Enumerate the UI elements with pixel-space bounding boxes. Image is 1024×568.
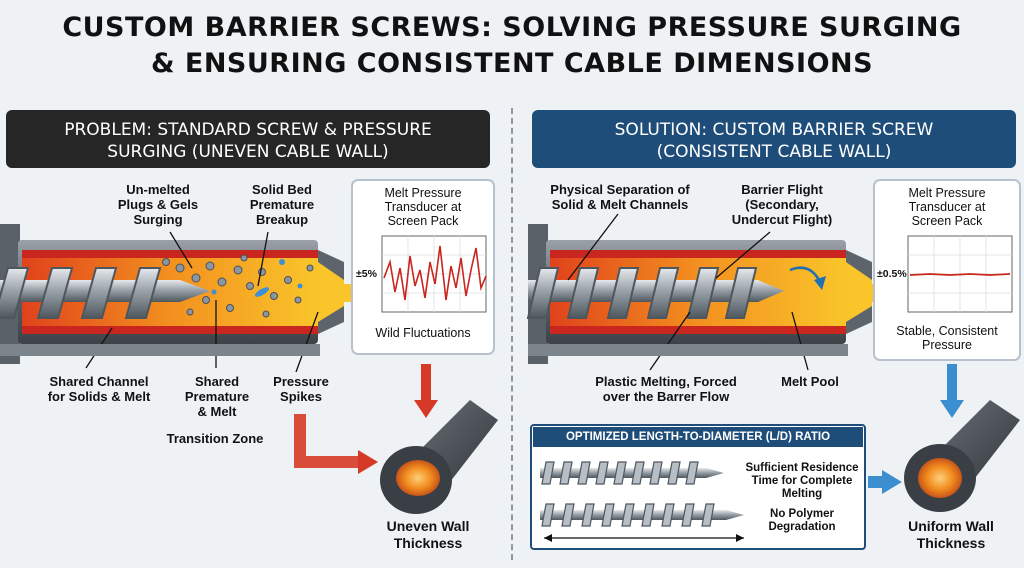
solution-melt-outlet (846, 262, 872, 322)
label-physical-separation: Physical Separation of Solid & Melt Chan… (540, 182, 700, 212)
label-barrier-line-3: Undercut Flight) (731, 212, 833, 227)
panel-divider (511, 108, 513, 560)
ld-text-degradation: No Polymer Degradation (752, 508, 852, 534)
problem-chart-title: Melt Pressure Transducer at Screen Pack (356, 186, 490, 228)
label-shared-channel-line-2: for Solids & Melt (47, 389, 151, 404)
problem-chart-note: Wild Fluctuations (375, 326, 471, 340)
solution-chart-title-line-1: Melt Pressure (908, 186, 986, 200)
ld-text-residence-line-3: Melting (781, 488, 823, 500)
problem-result-line-1: Uneven Wall (386, 518, 470, 534)
solution-screw-shaft (528, 280, 758, 302)
solution-cable-core (918, 458, 962, 498)
label-shared-channel: Shared Channel for Solids & Melt (34, 374, 164, 404)
label-plastic-melting: Plastic Melting, Forced over the Barrer … (576, 374, 756, 404)
solution-chart-title-line-3: Screen Pack (911, 214, 983, 228)
solution-banner-line-2: (CONSISTENT CABLE WALL) (656, 142, 892, 162)
label-shared-channel-line-1: Shared Channel (49, 374, 149, 389)
label-solid-bed-line-2: Premature (249, 197, 315, 212)
label-barrier-line-2: (Secondary, (745, 197, 819, 212)
problem-melt-outlet (318, 262, 344, 322)
problem-cable-core (396, 460, 440, 496)
problem-gels (211, 259, 303, 297)
solution-result-label: Uniform Wall Thickness (896, 518, 1006, 552)
label-shared-premature: Shared Premature & Melt (172, 374, 262, 419)
problem-cable (380, 400, 498, 514)
label-separation-line-2: Solid & Melt Channels (551, 197, 689, 212)
problem-arrows (294, 364, 438, 474)
label-solid-bed-breakup: Solid Bed Premature Breakup (236, 182, 328, 227)
problem-arrow-head-1 (358, 450, 378, 474)
label-transition-zone: Transition Zone (166, 431, 264, 446)
solution-leader-lines (567, 213, 809, 371)
ld-text-degradation-line-1: No Polymer (770, 508, 834, 520)
ld-ratio-title: OPTIMIZED LENGTH-TO-DIAMETER (L/D) RATIO (533, 427, 863, 447)
problem-extruder (0, 224, 358, 373)
solution-chart-note-line-2: Pressure (921, 338, 973, 352)
problem-screw-flights (0, 267, 162, 319)
solution-barrel-base (528, 344, 848, 356)
problem-unmelted-particles (162, 254, 314, 318)
solution-cable (904, 400, 1020, 512)
label-solid-bed-line-3: Breakup (255, 212, 309, 227)
label-shared-premature-line-1: Shared (194, 374, 240, 389)
solution-extruder (526, 213, 886, 371)
label-separation-line-1: Physical Separation of (550, 182, 690, 197)
problem-result-label: Uneven Wall Thickness (368, 518, 488, 552)
problem-chart-title-line-3: Screen Pack (387, 214, 459, 228)
problem-chart-line (383, 245, 487, 301)
solution-chart-title: Melt Pressure Transducer at Screen Pack (878, 186, 1016, 228)
solution-arrow-head-1 (940, 400, 964, 418)
page-title: CUSTOM BARRIER SCREWS: SOLVING PRESSURE … (0, 10, 1024, 82)
label-melt-pool: Melt Pool (781, 374, 839, 389)
solution-banner-line-1: SOLUTION: CUSTOM BARRIER SCREW (614, 120, 934, 140)
problem-barrel-base (0, 344, 320, 356)
label-unmelted-line-3: Surging (133, 212, 183, 227)
label-unmelted-line-2: Plugs & Gels (117, 197, 199, 212)
title-line-2: & ENSURING CONSISTENT CABLE DIMENSIONS (150, 48, 874, 79)
solution-arrow-head-2 (882, 470, 902, 494)
label-barrier-flight: Barrier Flight (Secondary, Undercut Flig… (716, 182, 848, 227)
ld-text-residence-line-1: Sufficient Residence (745, 462, 859, 474)
ld-text-degradation-line-2: Degradation (768, 521, 836, 533)
problem-arrow-head-2 (414, 400, 438, 418)
label-pressure-spikes-line-1: Pressure (273, 374, 329, 389)
problem-arrow-to-cable (294, 414, 362, 468)
problem-screw-tip (180, 280, 210, 302)
label-unmelted-plugs: Un-melted Plugs & Gels Surging (104, 182, 212, 227)
problem-chart-title-line-1: Melt Pressure (384, 186, 462, 200)
problem-banner-line-1: PROBLEM: STANDARD SCREW & PRESSURE (64, 120, 432, 140)
problem-result-line-2: Thickness (393, 535, 463, 551)
label-shared-premature-line-2: Premature (184, 389, 250, 404)
label-barrier-line-1: Barrier Flight (741, 182, 823, 197)
problem-banner-line-2: SURGING (UNEVEN CABLE WALL) (107, 142, 389, 162)
solution-flow-arrow-head (814, 276, 826, 290)
ld-text-residence: Sufficient Residence Time for Complete M… (740, 462, 864, 501)
solution-banner: SOLUTION: CUSTOM BARRIER SCREW (CONSISTE… (532, 110, 1016, 168)
label-pressure-spikes: Pressure Spikes (266, 374, 336, 404)
problem-chart-scale: ±5% (356, 268, 377, 280)
solution-chart-title-line-2: Transducer at (908, 200, 986, 214)
solution-screw-tip (758, 280, 784, 302)
solution-chart-line (909, 273, 1011, 276)
label-melting-line-1: Plastic Melting, Forced (595, 374, 737, 389)
title-line-1: CUSTOM BARRIER SCREWS: SOLVING PRESSURE … (62, 12, 962, 43)
label-pressure-spikes-line-2: Spikes (280, 389, 322, 404)
label-unmelted-line-1: Un-melted (126, 182, 190, 197)
label-shared-premature-line-3: & Melt (197, 404, 237, 419)
solution-screw-flights (526, 267, 758, 319)
problem-chart-title-line-2: Transducer at (384, 200, 462, 214)
label-solid-bed-line-1: Solid Bed (252, 182, 312, 197)
solution-result-line-2: Thickness (916, 535, 986, 551)
ld-text-residence-line-2: Time for Complete (751, 475, 853, 487)
solution-result-line-1: Uniform Wall (908, 518, 994, 534)
solution-chart-scale: ±0.5% (877, 268, 907, 280)
solution-chart-note: Stable, Consistent Pressure (878, 324, 1016, 352)
problem-banner: PROBLEM: STANDARD SCREW & PRESSURE SURGI… (6, 110, 490, 168)
solution-chart-note-line-1: Stable, Consistent (896, 324, 998, 338)
label-melting-line-2: over the Barrer Flow (602, 389, 730, 404)
